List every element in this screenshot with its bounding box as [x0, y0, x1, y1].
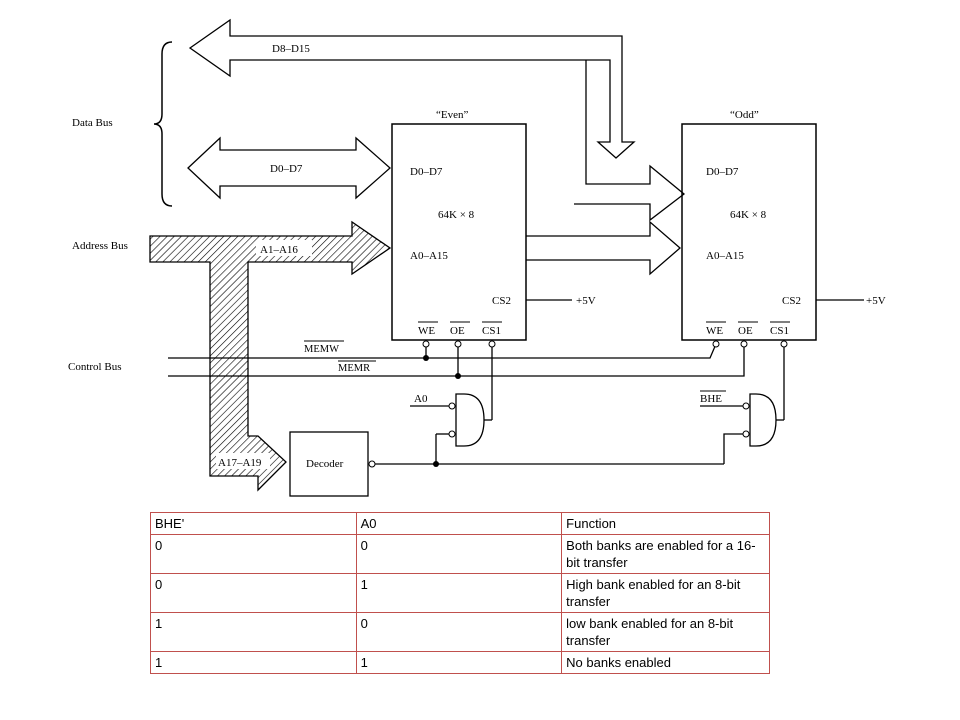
d0-d7-label: D0–D7 — [270, 163, 303, 175]
d8-d15-bus-arrow — [188, 18, 636, 159]
table-cell: High bank enabled for an 8-bit transfer — [561, 573, 770, 613]
header-cell: BHE' — [150, 512, 357, 535]
table-cell: 0 — [150, 573, 357, 613]
a0-label: A0 — [414, 393, 428, 405]
table-row: 0 0 Both banks are enabled for a 16-bit … — [150, 534, 770, 574]
odd-chip-addr: A0–A15 — [706, 250, 744, 262]
data-bus-label: Data Bus — [72, 117, 113, 129]
table-cell: 1 — [355, 573, 563, 613]
table-cell: 1 — [355, 651, 563, 674]
bhe-label: BHE — [700, 393, 722, 405]
d8-d15-label: D8–D15 — [272, 43, 310, 55]
table-row: 0 1 High bank enabled for an 8-bit trans… — [150, 573, 770, 613]
address-bus-label: Address Bus — [72, 240, 128, 252]
truth-table: BHE' A0 Function 0 0 Both banks are enab… — [150, 512, 770, 674]
table-cell: 0 — [150, 534, 357, 574]
table-header-row: BHE' A0 Function — [150, 512, 770, 535]
odd-chip-oe: OE — [738, 325, 753, 337]
table-cell: 1 — [150, 651, 357, 674]
control-bus-label: Control Bus — [68, 361, 121, 373]
a17-a19-label: A17–A19 — [218, 457, 262, 469]
even-chip-size: 64K × 8 — [438, 209, 475, 221]
table-cell: No banks enabled — [561, 651, 770, 674]
or-gate-even — [455, 393, 485, 447]
data-bus-brace — [153, 41, 173, 207]
a1-a16-label: A1–A16 — [260, 244, 298, 256]
d0-d7-bus-arrow — [187, 136, 391, 200]
odd-chip-cs1: CS1 — [770, 325, 789, 337]
memw-label: MEMW — [304, 344, 339, 355]
odd-chip-data: D0–D7 — [706, 166, 739, 178]
odd-chip-cs2: CS2 — [782, 295, 801, 307]
table-row: 1 0 low bank enabled for an 8-bit transf… — [150, 612, 770, 652]
table-cell: 0 — [355, 534, 563, 574]
odd-chip-we: WE — [706, 325, 723, 337]
table-cell: 0 — [355, 612, 563, 652]
memory-bank-diagram: Data Bus D8–D15 D0–D7 Address Bus A1–A16… — [68, 18, 886, 497]
header-cell: A0 — [355, 512, 563, 535]
even-chip-oe: OE — [450, 325, 465, 337]
decoder-block — [289, 431, 369, 497]
even-plus5v: +5V — [576, 295, 596, 307]
even-chip-we: WE — [418, 325, 435, 337]
table-cell: 1 — [150, 612, 357, 652]
even-chip-cs1: CS1 — [482, 325, 501, 337]
address-bus-arrow — [149, 220, 392, 492]
or-gate-odd — [749, 393, 777, 447]
a0-a15-to-odd-arrow — [526, 220, 681, 276]
even-chip-data: D0–D7 — [410, 166, 443, 178]
even-chip-cs2: CS2 — [492, 295, 511, 307]
odd-chip-size: 64K × 8 — [730, 209, 767, 221]
even-chip-addr: A0–A15 — [410, 250, 448, 262]
even-chip-title: “Even” — [436, 109, 468, 121]
odd-chip-title: “Odd” — [730, 109, 759, 121]
decoder-label: Decoder — [306, 458, 344, 470]
odd-chip — [681, 123, 817, 341]
memr-label: MEMR — [338, 363, 370, 374]
table-cell: Both banks are enabled for a 16-bit tran… — [561, 534, 770, 574]
d8-d15-to-odd-arrow — [574, 60, 686, 222]
even-chip — [391, 123, 527, 341]
odd-plus5v: +5V — [866, 295, 886, 307]
header-cell: Function — [561, 512, 770, 535]
table-row: 1 1 No banks enabled — [150, 651, 770, 674]
table-cell: low bank enabled for an 8-bit transfer — [561, 612, 770, 652]
